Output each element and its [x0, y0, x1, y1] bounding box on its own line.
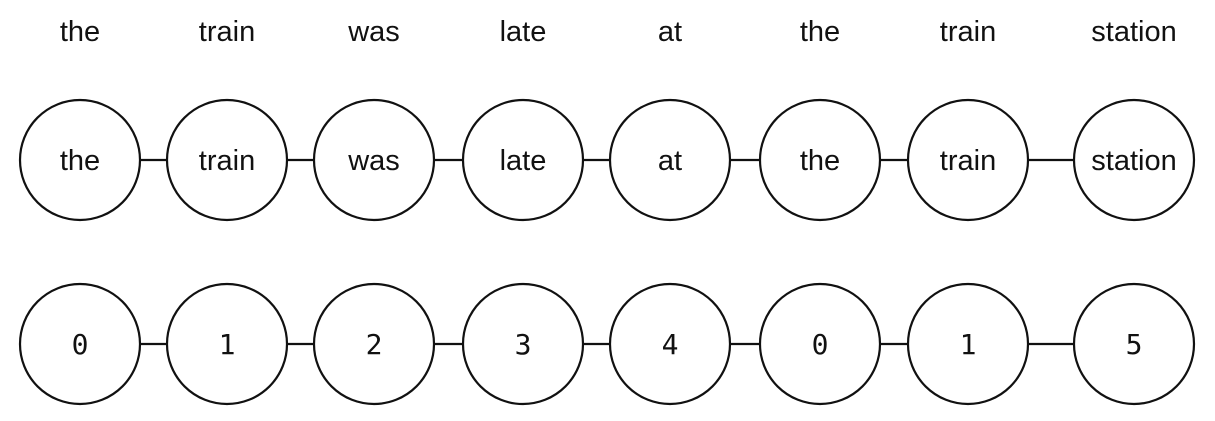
word-label: train — [199, 16, 255, 48]
id-node-label: 5 — [1126, 328, 1143, 361]
id-node-circle — [18, 282, 142, 406]
word-node-label: was — [347, 145, 400, 177]
id-node-label: 3 — [515, 328, 532, 361]
word-node-circle — [1072, 98, 1196, 222]
word-node-label: train — [199, 145, 255, 177]
id-node-label: 2 — [366, 328, 383, 361]
word-label: was — [347, 16, 400, 48]
id-node-circle — [758, 282, 882, 406]
word-node-label: the — [60, 145, 100, 177]
id-node-label: 0 — [72, 328, 89, 361]
word-node-circle — [758, 98, 882, 222]
id-node-circle — [608, 282, 732, 406]
id-node-circle — [165, 282, 289, 406]
id-node-label: 1 — [219, 328, 236, 361]
word-node-circle — [906, 98, 1030, 222]
word-node-circle — [608, 98, 732, 222]
id-node-row: 0 1 2 3 4 0 1 5 — [18, 282, 1196, 406]
id-node-circle — [1072, 282, 1196, 406]
word-label: at — [658, 16, 682, 48]
word-label: train — [940, 16, 996, 48]
id-node-circle — [312, 282, 436, 406]
id-node-label: 1 — [960, 328, 977, 361]
word-node-circle — [18, 98, 142, 222]
word-node-circle — [312, 98, 436, 222]
id-node-label: 4 — [662, 328, 679, 361]
word-node-label: late — [500, 145, 547, 177]
word-node-circle — [461, 98, 585, 222]
word-label: late — [500, 16, 547, 48]
word-row: the train was late at the train station — [60, 16, 1177, 48]
word-node-circle — [165, 98, 289, 222]
word-label: the — [800, 16, 840, 48]
word-node-label: station — [1091, 145, 1176, 177]
id-node-label: 0 — [812, 328, 829, 361]
word-node-label: the — [800, 145, 840, 177]
word-node-label: train — [940, 145, 996, 177]
word-node-row: the train was late at the train station — [18, 98, 1196, 222]
id-node-circle — [461, 282, 585, 406]
connector-lines — [140, 158, 1074, 346]
word-label: station — [1091, 16, 1176, 48]
id-node-circle — [906, 282, 1030, 406]
word-label: the — [60, 16, 100, 48]
word-node-label: at — [658, 145, 682, 177]
